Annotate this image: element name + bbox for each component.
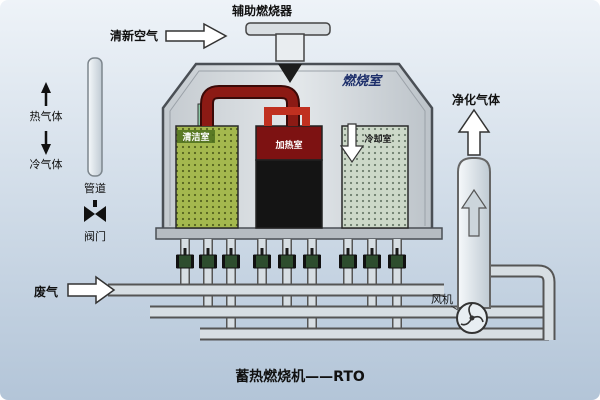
- waste-gas-arrow-icon: [67, 275, 116, 305]
- riser-pipe: [489, 266, 554, 340]
- downflow-arrow-icon: [339, 123, 365, 164]
- up-arrow-head-icon: [41, 82, 51, 93]
- fan-label: 风机: [431, 292, 453, 306]
- fan-icon: [456, 302, 488, 334]
- purified-gas-label: 净化气体: [452, 92, 501, 107]
- valve-label: 阀门: [84, 229, 106, 243]
- cold-gas-label: 冷气体: [30, 157, 63, 171]
- burner-flange: [245, 22, 331, 36]
- pipe-sample-graphic: [87, 57, 103, 177]
- legend-cold-gas: 冷气体: [30, 131, 63, 171]
- chamber-left-label: 清洁室: [182, 131, 209, 143]
- waste-gas-label: 废气: [34, 284, 58, 299]
- burner-body: [275, 33, 305, 62]
- fresh-air-label: 清新空气: [110, 28, 158, 43]
- hot-pipe: [202, 87, 298, 126]
- chamber-middle-label: 加热室: [274, 139, 302, 151]
- chamber-middle: 加热室: [255, 125, 323, 229]
- pipe-label: 管道: [84, 181, 106, 195]
- aux-burner: [245, 22, 331, 83]
- chamber-right-label: 冷却室: [364, 133, 391, 145]
- hot-gas-label: 热气体: [30, 109, 63, 123]
- furnace-base: [155, 227, 443, 240]
- fresh-air-arrow-icon: [165, 22, 228, 50]
- hot-pipe-inner-u: [264, 107, 310, 126]
- burner-nozzle-icon: [278, 64, 302, 83]
- chamber-left-band: [177, 130, 215, 143]
- valve-sample-icon: [84, 200, 106, 222]
- chamber-left: 清洁室: [175, 125, 239, 229]
- purified-gas-arrow-icon: [457, 108, 491, 156]
- aux-burner-label: 辅助燃烧器: [232, 3, 293, 18]
- diagram-title: 蓄热燃烧机——RTO: [235, 368, 365, 385]
- manifold-pipes: [108, 264, 556, 341]
- combustion-chamber-label: 燃烧室: [341, 73, 383, 89]
- down-arrow-head-icon: [41, 144, 51, 155]
- legend-hot-gas: 热气体: [30, 82, 63, 123]
- stack-up-arrow-icon: [460, 188, 488, 237]
